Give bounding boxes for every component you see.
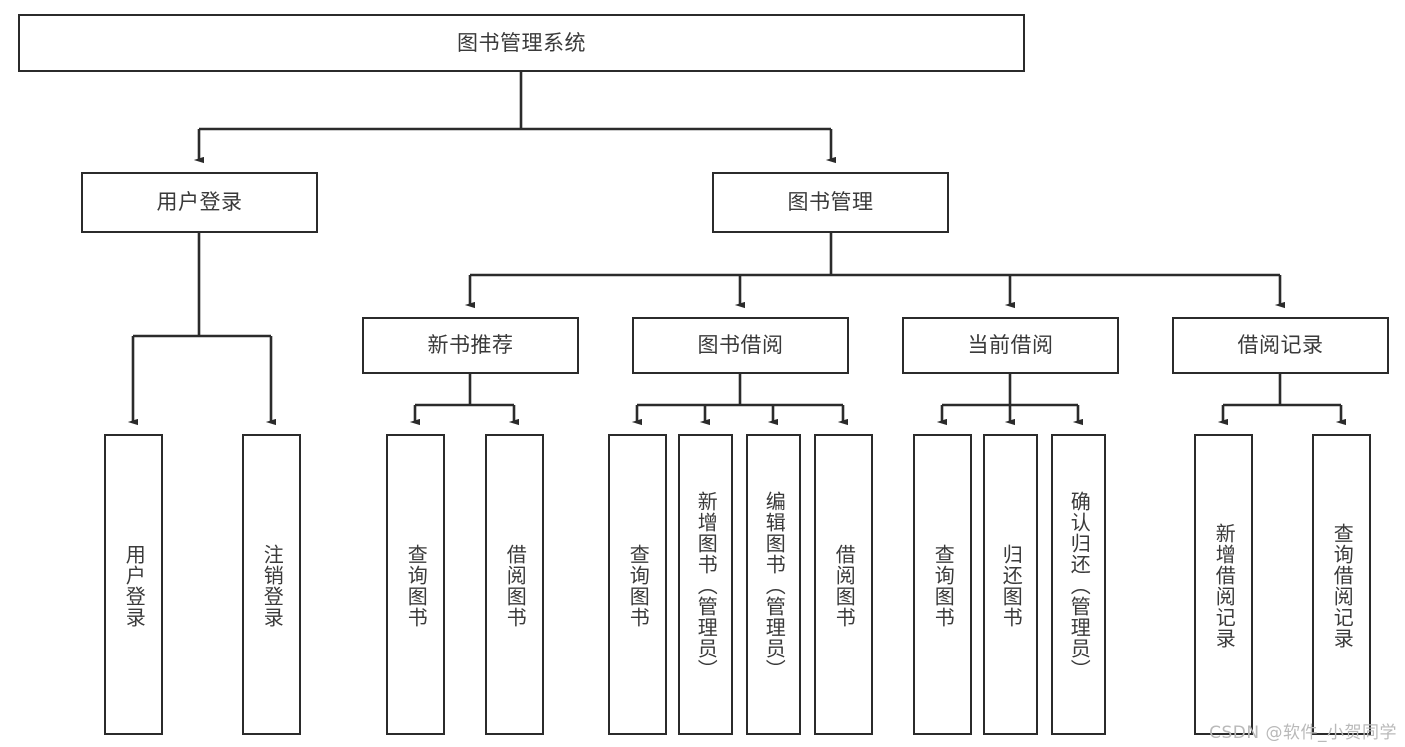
leaf-user-login-login[interactable]: 用户登录 bbox=[104, 434, 163, 735]
leaf-book-borrow-add-book[interactable]: 新增图书（管理员） bbox=[678, 434, 733, 735]
node-label: 查询借阅记录 bbox=[1330, 522, 1355, 649]
node-book-management[interactable]: 图书管理 bbox=[712, 172, 949, 233]
node-label: 编辑图书（管理员） bbox=[762, 491, 787, 680]
leaf-user-login-logout[interactable]: 注销登录 bbox=[242, 434, 301, 735]
node-label: 新增借阅记录 bbox=[1212, 522, 1237, 649]
node-label: 图书管理系统 bbox=[457, 30, 586, 55]
leaf-borrow-record-query-record[interactable]: 查询借阅记录 bbox=[1312, 434, 1371, 735]
leaf-book-borrow-edit-book[interactable]: 编辑图书（管理员） bbox=[746, 434, 801, 735]
node-label: 查询图书 bbox=[626, 543, 651, 628]
node-label: 用户登录 bbox=[122, 543, 147, 628]
leaf-current-borrow-confirm-return[interactable]: 确认归还（管理员） bbox=[1051, 434, 1106, 735]
node-new-book-recommend[interactable]: 新书推荐 bbox=[362, 317, 579, 374]
node-label: 图书借阅 bbox=[697, 333, 784, 358]
node-book-borrow[interactable]: 图书借阅 bbox=[632, 317, 849, 374]
node-label: 归还图书 bbox=[999, 543, 1024, 628]
node-label: 确认归还（管理员） bbox=[1067, 491, 1092, 680]
node-label: 查询图书 bbox=[931, 543, 956, 628]
leaf-new-book-query-book[interactable]: 查询图书 bbox=[386, 434, 445, 735]
node-label: 注销登录 bbox=[260, 543, 285, 628]
node-label: 新增图书（管理员） bbox=[694, 491, 719, 680]
node-label: 用户登录 bbox=[156, 190, 243, 215]
node-label: 借阅图书 bbox=[503, 543, 528, 628]
leaf-book-borrow-query-book[interactable]: 查询图书 bbox=[608, 434, 667, 735]
node-label: 借阅记录 bbox=[1237, 333, 1324, 358]
node-root-book-management-system[interactable]: 图书管理系统 bbox=[18, 14, 1025, 72]
node-label: 图书管理 bbox=[787, 190, 874, 215]
node-label: 借阅图书 bbox=[832, 543, 857, 628]
leaf-book-borrow-borrow-book[interactable]: 借阅图书 bbox=[814, 434, 873, 735]
leaf-borrow-record-add-record[interactable]: 新增借阅记录 bbox=[1194, 434, 1253, 735]
node-borrow-record[interactable]: 借阅记录 bbox=[1172, 317, 1389, 374]
node-label: 查询图书 bbox=[404, 543, 429, 628]
node-label: 当前借阅 bbox=[967, 333, 1054, 358]
node-user-login[interactable]: 用户登录 bbox=[81, 172, 318, 233]
leaf-current-borrow-query-book[interactable]: 查询图书 bbox=[913, 434, 972, 735]
node-current-borrow[interactable]: 当前借阅 bbox=[902, 317, 1119, 374]
leaf-new-book-borrow-book[interactable]: 借阅图书 bbox=[485, 434, 544, 735]
node-label: 新书推荐 bbox=[427, 333, 514, 358]
leaf-current-borrow-return-book[interactable]: 归还图书 bbox=[983, 434, 1038, 735]
